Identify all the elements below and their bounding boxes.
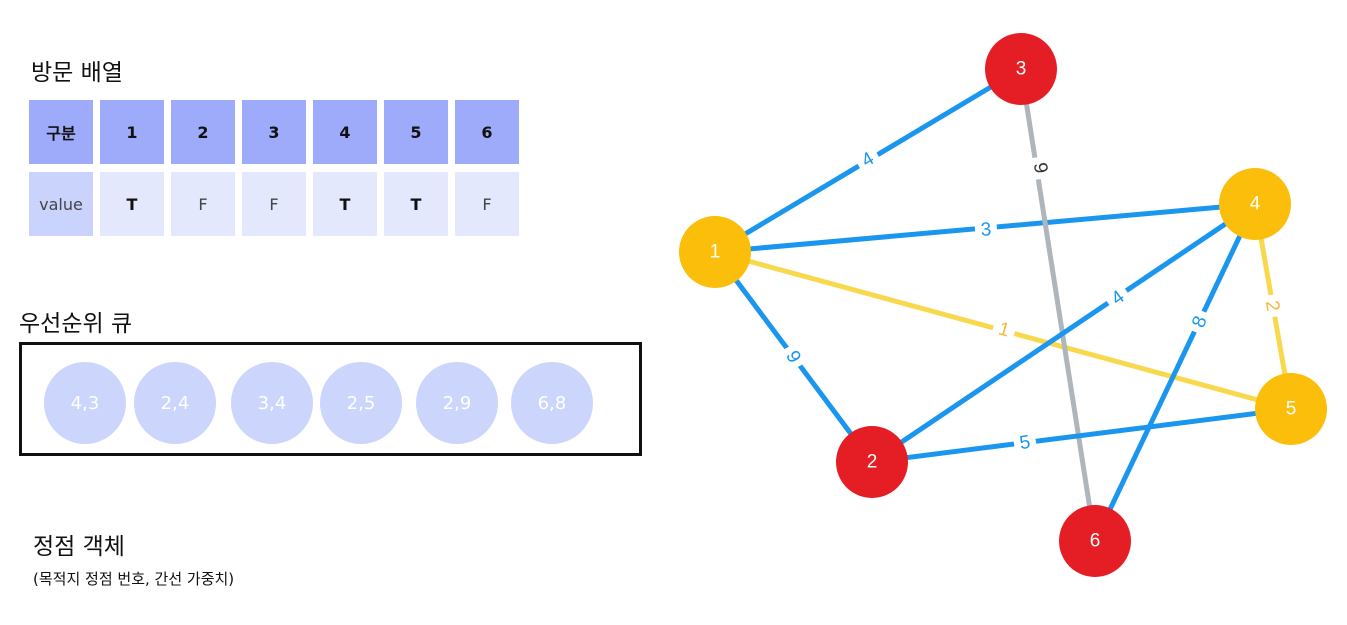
edge-label-background xyxy=(851,143,885,177)
graph-node-2 xyxy=(836,426,908,498)
queue-item: 6,8 xyxy=(511,362,593,444)
queue-item: 4,3 xyxy=(44,362,126,444)
priority-queue-box: 4,3 2,4 3,4 2,5 2,9 6,8 xyxy=(19,342,642,456)
edge-label-background xyxy=(1025,155,1055,181)
edge-label-background xyxy=(1101,281,1135,315)
graph-node-label: 1 xyxy=(710,242,721,263)
header-cell-6: 6 xyxy=(455,100,519,164)
value-row-label: value xyxy=(29,172,93,236)
value-cell-5: T xyxy=(384,172,448,236)
visited-array-title: 방문 배열 xyxy=(31,60,123,86)
graph-node-label: 3 xyxy=(1016,59,1027,80)
header-cell-4: 4 xyxy=(313,100,377,164)
graph-node-6 xyxy=(1059,505,1131,577)
header-cell-5: 5 xyxy=(384,100,448,164)
graph-node-4 xyxy=(1219,168,1291,240)
edge-weight-label: 5 xyxy=(1018,432,1032,454)
edge-label-background xyxy=(1183,307,1217,337)
edge-label-background xyxy=(1257,293,1287,319)
edge-label-background xyxy=(989,314,1019,346)
value-cell-6: F xyxy=(455,172,519,236)
header-cell-3: 3 xyxy=(242,100,306,164)
queue-item: 2,9 xyxy=(416,362,498,444)
priority-queue-title: 우선순위 큐 xyxy=(19,311,133,337)
graph-node-3 xyxy=(985,33,1057,105)
vertex-object-title: 정점 객체 xyxy=(33,534,125,560)
edge-3-6 xyxy=(1018,68,1098,542)
queue-item: 2,5 xyxy=(320,362,402,444)
value-cell-4: T xyxy=(313,172,377,236)
header-cell-1: 1 xyxy=(100,100,164,164)
graph-node-label: 5 xyxy=(1286,399,1297,420)
value-cell-1: T xyxy=(100,172,164,236)
vertex-object-subtitle: (목적지 정점 번호, 간선 가중치) xyxy=(33,570,235,588)
edge-weight-label: 9 xyxy=(1029,161,1051,175)
value-cell-2: F xyxy=(171,172,235,236)
edge-label-background xyxy=(1012,428,1038,458)
edge-weight-label: 3 xyxy=(980,219,992,241)
graph-node-label: 4 xyxy=(1250,194,1261,215)
graph-node-label: 6 xyxy=(1090,531,1101,552)
value-cell-3: F xyxy=(242,172,306,236)
header-cell-2: 2 xyxy=(171,100,235,164)
edge-label-background xyxy=(776,341,810,373)
graph-nodes: 1 2 3 4 5 6 xyxy=(679,33,1327,577)
edge-2-5 xyxy=(871,406,1292,465)
edge-label-background xyxy=(974,216,998,244)
edge-4-6 xyxy=(1092,202,1258,543)
header-cell-label: 구분 xyxy=(29,100,93,164)
edge-weight-label: 2 xyxy=(1261,299,1283,312)
queue-item: 2,4 xyxy=(134,362,216,444)
queue-item: 3,4 xyxy=(231,362,313,444)
graph-node-label: 2 xyxy=(867,452,878,473)
graph-node-5 xyxy=(1255,373,1327,445)
edge-2-4 xyxy=(870,201,1257,465)
graph-node-1 xyxy=(679,216,751,288)
